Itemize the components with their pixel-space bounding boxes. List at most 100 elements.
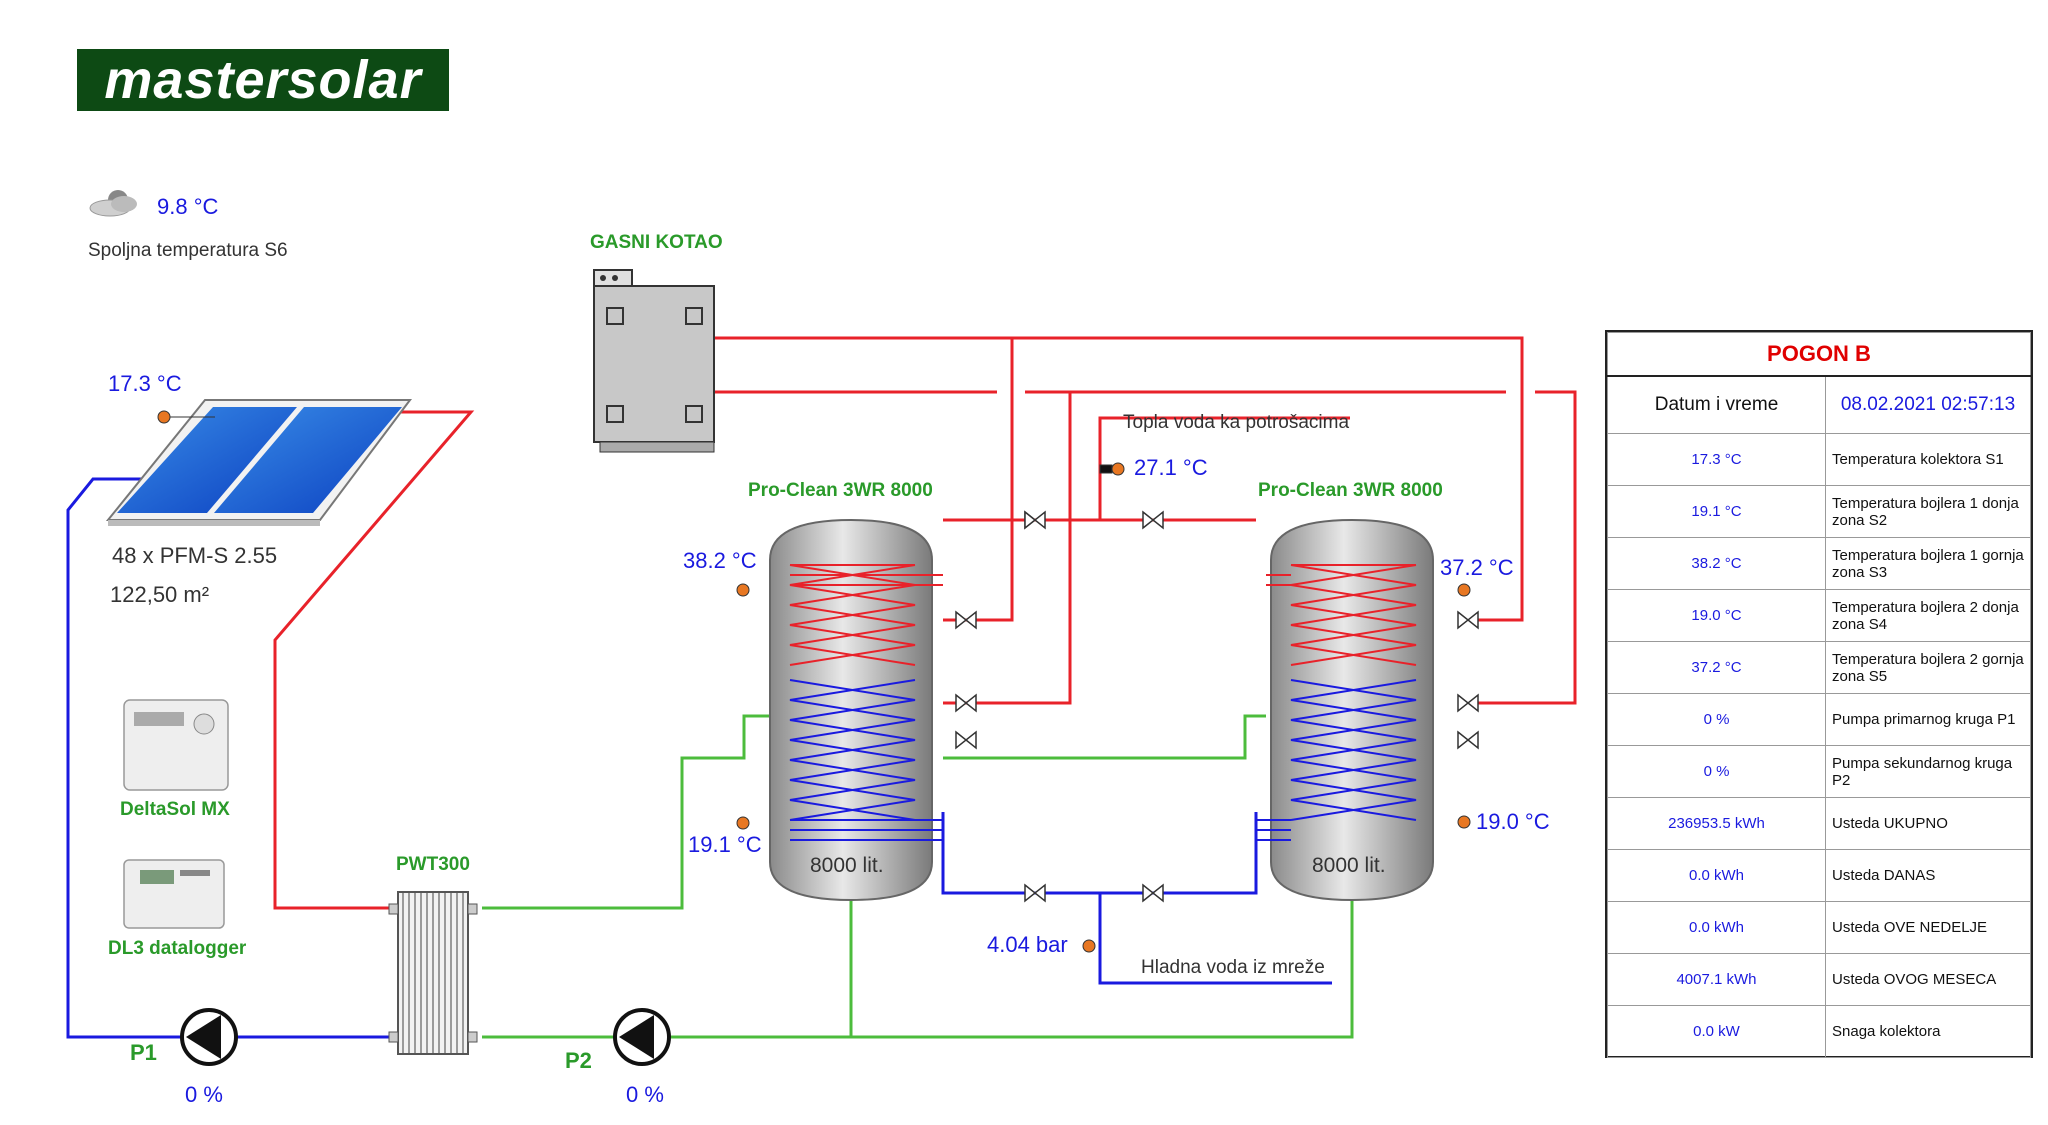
datetime-value: 08.02.2021 02:57:13	[1825, 375, 2031, 434]
tank-2-upper-coil	[1266, 564, 1417, 666]
pump-p2-icon	[613, 1008, 671, 1066]
row-label: Pumpa sekundarnog kruga P2	[1825, 745, 2031, 798]
sensor-hot-water-icon	[1111, 462, 1125, 476]
tank-1-volume: 8000 lit.	[810, 854, 884, 877]
tank-2-title: Pro-Clean 3WR 8000	[1258, 480, 1443, 501]
secondary-pipes	[482, 714, 1354, 1039]
tank-1-title: Pro-Clean 3WR 8000	[748, 480, 933, 501]
collector-area-label: 122,50 m²	[110, 582, 210, 607]
table-row: 0 %Pumpa sekundarnog kruga P2	[1607, 745, 2031, 798]
cold-water-pressure: 4.04 bar	[987, 932, 1068, 957]
row-value: 0 %	[1607, 693, 1826, 746]
outside-temperature-value: 9.8 °C	[157, 194, 219, 219]
cold-pipes	[66, 477, 1332, 1039]
tank-1-bottom-temperature: 19.1 °C	[688, 832, 762, 857]
row-value: 17.3 °C	[1607, 433, 1826, 486]
row-value: 236953.5 kWh	[1607, 797, 1826, 850]
row-label: Usteda OVOG MESECA	[1825, 953, 2031, 1006]
valve-icon	[955, 610, 977, 630]
row-value: 0.0 kW	[1607, 1005, 1826, 1058]
sensor-tank1-bottom-icon	[736, 816, 750, 830]
panel-title: POGON B	[1607, 332, 2031, 377]
valves	[955, 510, 1479, 903]
row-label: Usteda DANAS	[1825, 849, 2031, 902]
cloud-sun-icon	[89, 190, 137, 217]
dl3-datalogger-icon	[123, 859, 225, 929]
sensor-tank2-top-icon	[1457, 583, 1471, 597]
table-row: 0 %Pumpa primarnog kruga P1	[1607, 693, 2031, 746]
status-table: POGON B Datum i vreme 08.02.2021 02:57:1…	[1607, 332, 2031, 1058]
collector-model-label: 48 x PFM-S 2.55	[112, 543, 278, 568]
row-label: Temperatura kolektora S1	[1825, 433, 2031, 486]
row-label: Snaga kolektora	[1825, 1005, 2031, 1058]
pump-p1-value: 0 %	[185, 1082, 223, 1107]
pump-p1-icon	[180, 1008, 238, 1066]
valve-icon	[1024, 510, 1046, 530]
pump-p2-label: P2	[565, 1048, 592, 1073]
row-value: 4007.1 kWh	[1607, 953, 1826, 1006]
outside-temperature-label: Spoljna temperatura S6	[88, 240, 288, 261]
row-value: 0 %	[1607, 745, 1826, 798]
deltasol-mx-controller-icon	[123, 699, 229, 791]
sensors	[157, 410, 1471, 953]
sensor-tank1-top-icon	[736, 583, 750, 597]
valve-icon	[1457, 693, 1479, 713]
gas-boiler-label: GASNI KOTAO	[590, 232, 723, 253]
row-value: 38.2 °C	[1607, 537, 1826, 590]
row-value: 0.0 kWh	[1607, 901, 1826, 954]
tank-2-lower-coil	[1256, 679, 1417, 841]
datalogger-label: DL3 datalogger	[108, 938, 247, 959]
sensor-pressure-icon	[1082, 939, 1096, 953]
row-value: 0.0 kWh	[1607, 849, 1826, 902]
row-label: Temperatura bojlera 2 donja zona S4	[1825, 589, 2031, 642]
row-value: 19.0 °C	[1607, 589, 1826, 642]
collector-temperature-value: 17.3 °C	[108, 371, 182, 396]
hot-water-label: Topla voda ka potrošacima	[1123, 412, 1350, 433]
sensor-collector-icon	[157, 410, 171, 424]
row-label: Pumpa primarnog kruga P1	[1825, 693, 2031, 746]
row-value: 37.2 °C	[1607, 641, 1826, 694]
heat-exchanger-label: PWT300	[396, 854, 470, 875]
tank-1-top-temperature: 38.2 °C	[683, 548, 757, 573]
valve-icon	[1024, 883, 1046, 903]
valve-icon	[1457, 610, 1479, 630]
brand-name: mastersolar	[104, 50, 422, 110]
tank-2-volume: 8000 lit.	[1312, 854, 1386, 877]
cold-water-label: Hladna voda iz mreže	[1141, 957, 1325, 978]
pump-p2-value: 0 %	[626, 1082, 664, 1107]
row-label: Temperatura bojlera 2 gornja zona S5	[1825, 641, 2031, 694]
row-label: Temperatura bojlera 1 donja zona S2	[1825, 485, 2031, 538]
tank-2-top-temperature: 37.2 °C	[1440, 555, 1514, 580]
pump-p1-label: P1	[130, 1040, 157, 1065]
valve-icon	[955, 730, 977, 750]
brand-logo: mastersolar	[77, 49, 449, 111]
tank-1-upper-coil	[789, 564, 943, 666]
valve-icon	[1457, 730, 1479, 750]
valve-icon	[1142, 510, 1164, 530]
tank-1-lower-coil	[789, 679, 943, 841]
solar-collector-icon	[105, 399, 412, 526]
row-label: Usteda UKUPNO	[1825, 797, 2031, 850]
controller-label: DeltaSol MX	[120, 799, 230, 820]
datetime-row: Datum i vreme 08.02.2021 02:57:13	[1607, 375, 2031, 434]
gas-boiler-icon	[593, 269, 715, 453]
row-label: Temperatura bojlera 1 gornja zona S3	[1825, 537, 2031, 590]
valve-icon	[955, 693, 977, 713]
heat-exchanger-icon	[388, 891, 478, 1055]
row-value: 19.1 °C	[1607, 485, 1826, 538]
sensor-tank2-bottom-icon	[1457, 815, 1471, 829]
valve-icon	[1142, 883, 1164, 903]
datetime-label: Datum i vreme	[1607, 375, 1826, 434]
